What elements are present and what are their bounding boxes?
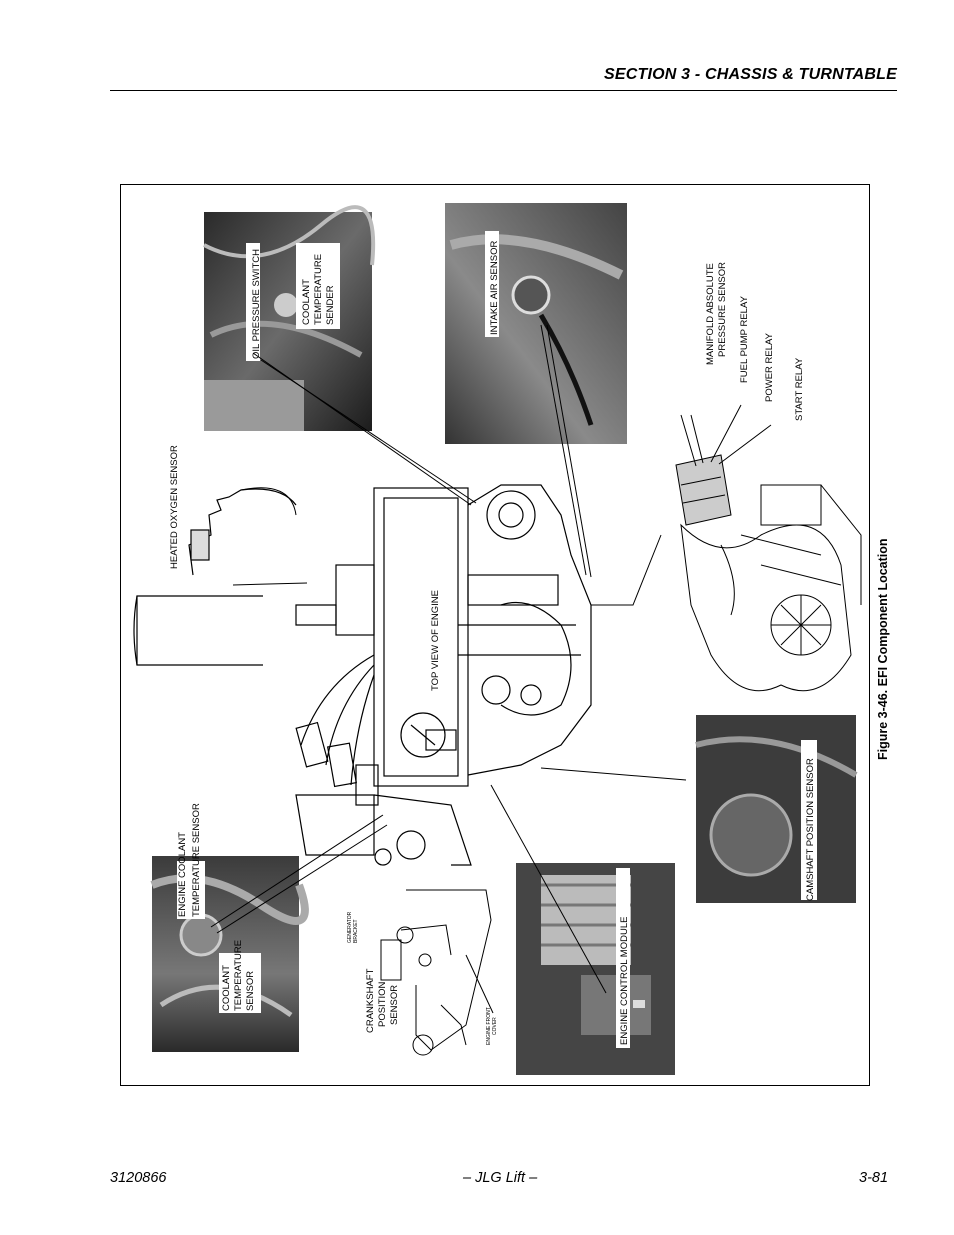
label-coolant-temp-sender-3: SENDER: [325, 285, 336, 325]
crankshaft-position-sensor-sketch: [380, 889, 492, 1056]
label-engine-front-cover-2: COVER: [492, 1017, 498, 1035]
label-generator-bracket-1: GENERATOR: [347, 911, 353, 943]
heated-oxygen-sensor-sketch: [133, 487, 297, 666]
label-heated-oxygen-sensor: HEATED OXYGEN SENSOR: [169, 445, 180, 569]
label-coolant-temp-sensor-3: SENSOR: [245, 971, 256, 1011]
footer-doc-number: 3120866: [110, 1170, 167, 1186]
label-map-sensor-2: PRESSURE SENSOR: [717, 262, 728, 357]
label-crankshaft-3: SENSOR: [389, 985, 400, 1025]
footer-center-text: – JLG Lift –: [463, 1170, 538, 1186]
label-fuel-pump-relay: FUEL PUMP RELAY: [739, 295, 750, 383]
efi-component-diagram: OIL PRESSURE SWITCH COOLANT TEMPERATURE …: [133, 203, 862, 1075]
photo-oil-pressure-switch: [203, 205, 376, 431]
label-coolant-temp-sender-1: COOLANT: [301, 279, 312, 325]
figure-caption: Figure 3-46. EFI Component Location: [876, 538, 890, 760]
footer-page-number: 3-81: [859, 1170, 889, 1186]
label-top-view-of-engine: TOP VIEW OF ENGINE: [430, 590, 441, 691]
label-coolant-temp-sender-2: TEMPERATURE: [313, 254, 324, 325]
label-generator-bracket-2: BRACKET: [353, 919, 359, 943]
top-view-engine-sketch: [295, 484, 592, 866]
photo-engine-coolant-temp-sensor: [150, 856, 309, 1052]
label-map-sensor-1: MANIFOLD ABSOLUTE: [705, 263, 716, 365]
figure-frame: OIL PRESSURE SWITCH COOLANT TEMPERATURE …: [120, 184, 870, 1086]
relay-box-engine-sketch: [675, 454, 862, 692]
page-header: SECTION 3 - CHASSIS & TURNTABLE: [110, 64, 897, 91]
label-engine-control-module: ENGINE CONTROL MODULE: [619, 917, 630, 1045]
label-start-relay: START RELAY: [794, 357, 805, 421]
label-engine-coolant-temp-sensor-2: TEMPERATURE SENSOR: [191, 803, 202, 917]
label-power-relay: POWER RELAY: [764, 332, 775, 402]
label-crankshaft-1: CRANKSHAFT: [365, 968, 376, 1033]
label-oil-pressure-switch: OIL PRESSURE SWITCH: [251, 249, 262, 359]
label-crankshaft-2: POSITION: [377, 981, 388, 1027]
label-coolant-temp-sensor-2: TEMPERATURE: [233, 940, 244, 1011]
section-title: SECTION 3 - CHASSIS & TURNTABLE: [603, 66, 897, 83]
label-coolant-temp-sensor-1: COOLANT: [221, 965, 232, 1011]
label-engine-coolant-temp-sensor-1: ENGINE COOLANT: [177, 832, 188, 917]
photo-camshaft-position-sensor: [695, 715, 858, 903]
figure-labels: OIL PRESSURE SWITCH COOLANT TEMPERATURE …: [169, 241, 816, 1045]
photo-intake-air-sensor: [445, 203, 627, 444]
leader-lines: [210, 324, 772, 1014]
label-engine-front-cover-1: ENGINE FRONT: [486, 1007, 492, 1045]
label-intake-air-sensor: INTAKE AIR SENSOR: [489, 241, 500, 335]
label-camshaft-position-sensor: CAMSHAFT POSITION SENSOR: [805, 758, 816, 901]
photo-engine-control-module: [516, 863, 675, 1075]
